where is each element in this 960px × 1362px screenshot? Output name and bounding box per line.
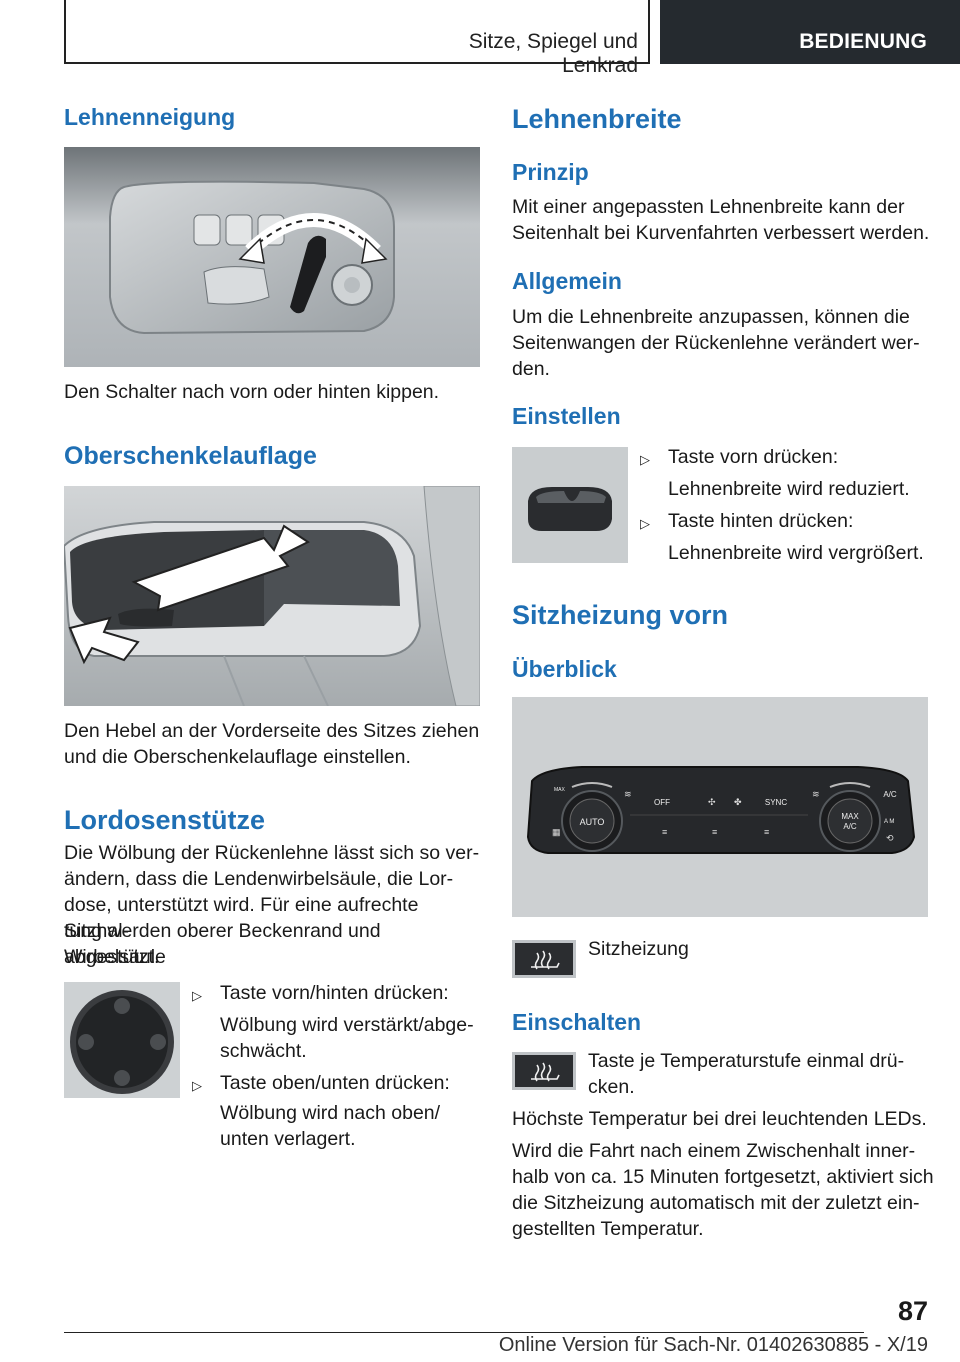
panel-sync-label: SYNC bbox=[765, 798, 787, 807]
header-rule-right bbox=[648, 0, 650, 64]
bullet-triangle-icon: ▷ bbox=[640, 516, 650, 531]
allgemein-body-line2: Seitenwangen der Rückenlehne verändert w… bbox=[512, 332, 920, 354]
panel-max-label: MAX bbox=[554, 787, 566, 793]
heading-prinzip: Prinzip bbox=[512, 159, 589, 185]
panel-seat-heat-left-icon: ≋ bbox=[624, 789, 632, 799]
lordose-item2-result-line2: unten verlagert. bbox=[220, 1128, 356, 1150]
heading-oberschenkelauflage: Oberschenkelauflage bbox=[64, 442, 317, 470]
sitzheizung-body2-line3: die Sitzheizung automatisch mit der zule… bbox=[512, 1192, 920, 1214]
allgemein-body-line1: Um die Lehnenbreite anzupassen, können d… bbox=[512, 306, 910, 328]
lordose-body-line4: tung werden oberer Beckenrand und Wirbel… bbox=[64, 920, 381, 968]
heading-ueberblick: Überblick bbox=[512, 656, 617, 682]
bullet-triangle-icon: ▷ bbox=[192, 1078, 202, 1093]
panel-rear-defrost-icon: ▦ bbox=[552, 827, 561, 837]
header-chapter-label: BEDIENUNG bbox=[799, 30, 927, 53]
panel-off-label: OFF bbox=[654, 798, 670, 807]
einschalten-line1: Taste je Temperaturstufe einmal drü- bbox=[588, 1050, 905, 1072]
panel-max-ac-line1: MAX bbox=[841, 812, 859, 821]
lordose-item1-action: Taste vorn/hinten drücken: bbox=[220, 982, 449, 1004]
panel-airflow-icon: ≡ bbox=[662, 827, 667, 837]
footer-rule bbox=[64, 1332, 864, 1333]
lordose-item2-action: Taste oben/unten drücken: bbox=[220, 1072, 450, 1094]
caption-oberschenkelauflage-line2: und die Oberschenkelauflage einstellen. bbox=[64, 746, 411, 768]
bullet-triangle-icon: ▷ bbox=[640, 452, 650, 467]
image-lehnenbreite-button bbox=[512, 447, 628, 563]
lordose-item1-result-line1: Wölbung wird verstärkt/abge- bbox=[220, 1014, 474, 1036]
header-section-title: Sitze, Spiegel und Lenkrad bbox=[468, 30, 638, 77]
header-rule-left bbox=[64, 0, 66, 64]
sitzheizung-body2-line2: halb von ca. 15 Minuten fortgesetzt, akt… bbox=[512, 1166, 934, 1188]
header-rule-bottom bbox=[64, 62, 650, 64]
panel-fan-icon: ✤ bbox=[734, 797, 742, 807]
panel-am-label: A M bbox=[884, 819, 894, 825]
panel-fan-icon: ✣ bbox=[708, 797, 716, 807]
einschalten-line2: cken. bbox=[588, 1076, 635, 1098]
sitzheizung-body1: Höchste Temperatur bei drei leuchtenden … bbox=[512, 1108, 927, 1130]
lehnenbreite-item2-action: Taste hinten drücken: bbox=[668, 510, 854, 532]
lordose-body-line5: abgestützt. bbox=[64, 946, 160, 968]
heading-einschalten: Einschalten bbox=[512, 1009, 642, 1035]
lehnenbreite-item2-result: Lehnenbreite wird vergrößert. bbox=[668, 542, 924, 564]
sitzheizung-icon-label: Sitzheizung bbox=[588, 938, 689, 960]
lehnenbreite-item1-action: Taste vorn drücken: bbox=[668, 446, 839, 468]
lordose-body-line3: dose, unterstützt wird. Für eine aufrech… bbox=[64, 894, 419, 942]
allgemein-body-line3: den. bbox=[512, 358, 550, 380]
seat-heating-button-image bbox=[512, 940, 576, 978]
lordose-item2-result-line1: Wölbung wird nach oben/ bbox=[220, 1102, 441, 1124]
heading-lehnenneigung: Lehnenneigung bbox=[64, 104, 236, 130]
caption-oberschenkelauflage-line1: Den Hebel an der Vorderseite des Sitzes … bbox=[64, 720, 480, 742]
panel-airflow-icon: ≡ bbox=[712, 827, 717, 837]
lordose-item1-result-line2: schwächt. bbox=[220, 1040, 307, 1062]
image-lordose-button bbox=[64, 982, 180, 1098]
image-klima-bedienteil: AUTO OFF SYNC A/C MAX A/C MAX A M ≋ ≋ ✣ … bbox=[512, 697, 928, 917]
panel-auto-label: AUTO bbox=[580, 817, 605, 827]
image-lehnenneigung-switch bbox=[64, 147, 480, 367]
lordose-body-line2: ändern, dass die Lendenwirbelsäule, die … bbox=[64, 868, 454, 890]
header-chapter-tab: BEDIENUNG bbox=[660, 0, 960, 64]
heading-einstellen: Einstellen bbox=[512, 403, 621, 429]
page-number: 87 bbox=[897, 1296, 928, 1326]
image-oberschenkelauflage bbox=[64, 486, 480, 706]
seat-heating-button-image bbox=[512, 1052, 576, 1090]
panel-airflow-icon: ≡ bbox=[764, 827, 769, 837]
prinzip-body-line2: Seitenhalt bei Kurvenfahrten verbessert … bbox=[512, 222, 930, 244]
sitzheizung-body2-line4: gestellten Temperatur. bbox=[512, 1218, 704, 1240]
heading-lordosenstuetze: Lordosenstütze bbox=[64, 805, 266, 835]
heading-lehnenbreite: Lehnenbreite bbox=[512, 104, 682, 134]
panel-seat-heat-right-icon: ≋ bbox=[812, 789, 820, 799]
panel-recirc-icon: ⟲ bbox=[886, 833, 894, 843]
lehnenbreite-item1-result: Lehnenbreite wird reduziert. bbox=[668, 478, 910, 500]
sitzheizung-body2-line1: Wird die Fahrt nach einem Zwischenhalt i… bbox=[512, 1140, 916, 1162]
panel-ac-label: A/C bbox=[883, 790, 897, 799]
lordose-body-line1: Die Wölbung der Rückenlehne lässt sich s… bbox=[64, 842, 480, 864]
panel-max-ac-line2: A/C bbox=[843, 822, 857, 831]
heading-sitzheizung-vorn: Sitzheizung vorn bbox=[512, 600, 728, 630]
heading-allgemein: Allgemein bbox=[512, 268, 622, 294]
bullet-triangle-icon: ▷ bbox=[192, 988, 202, 1003]
footer-online-version: Online Version für Sach-Nr. 01402630885 … bbox=[498, 1334, 928, 1356]
prinzip-body-line1: Mit einer angepassten Lehnenbreite kann … bbox=[512, 196, 905, 218]
caption-lehnenneigung: Den Schalter nach vorn oder hinten kippe… bbox=[64, 381, 440, 403]
